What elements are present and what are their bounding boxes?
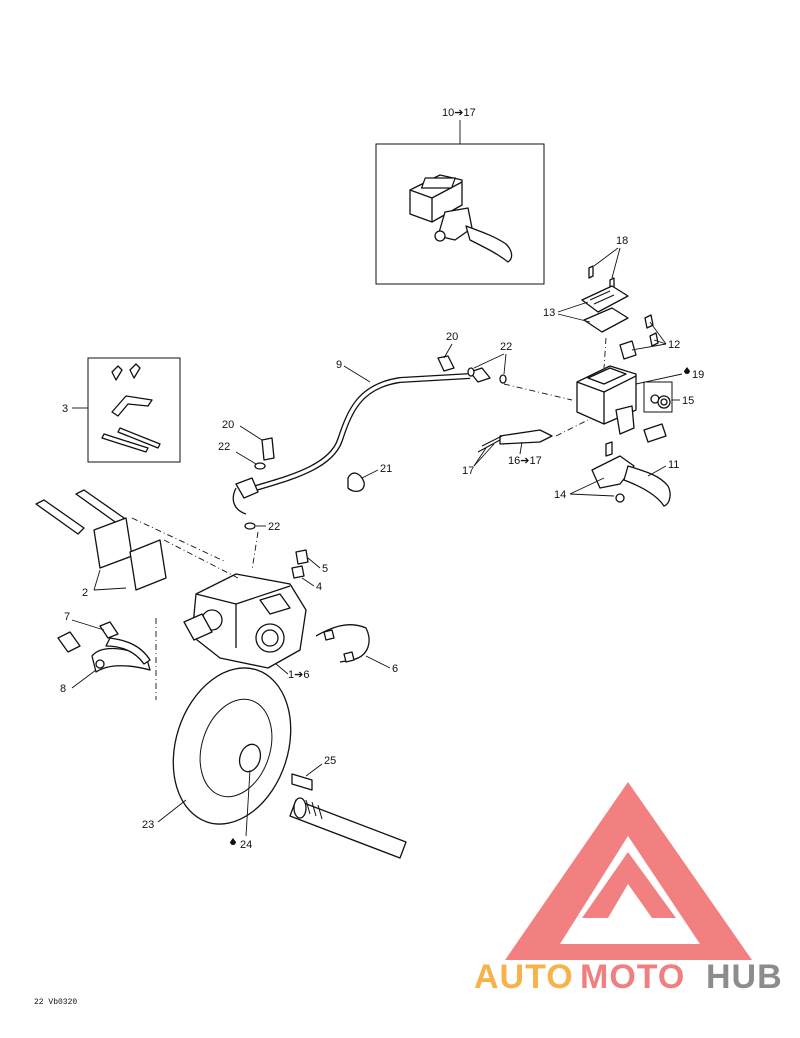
callout-22-middle: 22 (218, 441, 230, 453)
callout-9: 9 (336, 359, 342, 371)
watermark-text-hub: HUB (706, 958, 783, 996)
callout-10-17: 10➔17 (442, 107, 476, 119)
callout-8: 8 (60, 683, 66, 695)
callout-23: 23 (142, 819, 154, 831)
watermark-text-auto: AUTO (474, 958, 574, 996)
callout-25: 25 (324, 755, 336, 767)
callout-7: 7 (64, 611, 70, 623)
callout-19: 19 (692, 369, 704, 381)
callout-18: 18 (616, 235, 628, 247)
master-cylinder-exploded (576, 265, 671, 507)
watermark-text-moto: MOTO (580, 958, 685, 996)
shaft-and-key (289, 773, 407, 859)
callout-12: 12 (668, 339, 680, 351)
callout-14: 14 (554, 489, 566, 501)
callout-6: 6 (392, 663, 398, 675)
callout-16-17: 16➔17 (508, 455, 542, 467)
sealant-drop-icon (684, 367, 690, 374)
callout-11: 11 (668, 459, 679, 471)
callout-13: 13 (543, 307, 555, 319)
callout-1-6: 1➔6 (288, 669, 309, 681)
automotohub-watermark-logo (505, 782, 752, 960)
brake-disc (172, 667, 292, 825)
brake-hose (232, 367, 491, 515)
callout-24: 24 (240, 839, 252, 851)
callout-20-upper: 20 (446, 331, 458, 343)
inset-master-cylinder-assembly (375, 143, 545, 285)
callout-2: 2 (82, 587, 88, 599)
callout-15: 15 (682, 395, 694, 407)
callout-22-lower: 22 (268, 521, 280, 533)
callout-4: 4 (316, 581, 322, 593)
callout-21: 21 (380, 463, 392, 475)
brake-caliper (183, 549, 370, 669)
brake-pads (35, 489, 167, 591)
callout-5: 5 (322, 563, 328, 575)
callout-22-upper: 22 (500, 341, 512, 353)
callout-17: 17 (462, 465, 474, 477)
sealant-drop-icon-disc (230, 838, 236, 845)
pad-spring-kit (87, 357, 181, 463)
callout-3: 3 (62, 403, 68, 415)
drawing-code: 22 Vb0320 (34, 998, 77, 1007)
caliper-bracket (57, 621, 151, 673)
callout-20-lower: 20 (222, 419, 234, 431)
